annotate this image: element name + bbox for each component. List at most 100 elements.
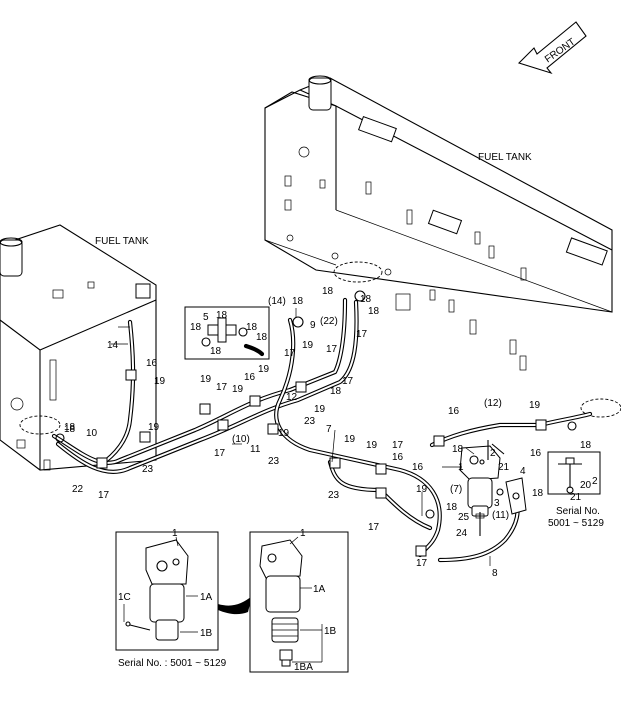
callout-18: 18 (64, 424, 76, 435)
callout-19: 19 (314, 404, 326, 415)
callout-9: 9 (310, 320, 316, 331)
callout-8: 8 (492, 568, 498, 579)
callout-1B-left-detail: 1B (200, 628, 213, 639)
callout-19: 19 (302, 340, 314, 351)
callout-1B-right-detail: 1B (324, 626, 337, 637)
callout-18: 18 (190, 322, 202, 333)
callout-23: 23 (328, 490, 340, 501)
callout-25: 25 (458, 512, 470, 523)
callout-23: 23 (268, 456, 280, 467)
callout-14: 14 (107, 340, 119, 351)
callout-17: 17 (98, 490, 110, 501)
callout-17: 17 (416, 558, 428, 569)
filter-bracket (479, 459, 527, 515)
callout-1-left-detail: 1 (172, 528, 178, 539)
callout-19: 19 (366, 440, 378, 451)
callout-16: 16 (448, 406, 460, 417)
callout-18: 18 (292, 296, 304, 307)
callout-19: 19 (232, 384, 244, 395)
callout-16: 16 (244, 372, 256, 383)
callout-17: 17 (214, 448, 226, 459)
callout-16: 16 (146, 358, 158, 369)
fuel-tank-left-label: FUEL TANK (95, 236, 149, 247)
filter-detail-left: Serial No. : 5001 ~ 5129 (115, 531, 252, 669)
filter-detail-right (249, 531, 349, 673)
callout-18: 18 (246, 322, 258, 333)
serial-right-line2: 5001 ~ 5129 (548, 518, 604, 529)
callout-19: 19 (416, 484, 428, 495)
callout-labels: 18 (14) 18 18 18 9 (22) 17 18 5 18 18 18… (64, 286, 598, 673)
front-label: FRONT (543, 37, 578, 66)
callout-19: 19 (278, 428, 290, 439)
callout-18: 18 (216, 310, 228, 321)
callout-18: 18 (532, 488, 544, 499)
callout-19: 19 (258, 364, 270, 375)
callout-18: 18 (330, 386, 342, 397)
callout-18: 18 (368, 306, 380, 317)
callout-1A-left-detail: 1A (200, 592, 213, 603)
callout-14-paren: (14) (268, 296, 286, 307)
callout-19: 19 (154, 376, 166, 387)
callout-22: 22 (72, 484, 84, 495)
callout-21: 21 (498, 462, 510, 473)
fuel-tank-left: FUEL TANK (0, 224, 157, 471)
callout-17: 17 (216, 382, 228, 393)
callout-10-paren: (10) (232, 434, 250, 445)
callout-24: 24 (456, 528, 468, 539)
callout-1: 1 (458, 462, 464, 473)
fuel-tank-right: FUEL TANK (264, 75, 621, 418)
callout-18: 18 (446, 502, 458, 513)
callout-16: 16 (530, 448, 542, 459)
fitting-detail-inset (184, 306, 270, 360)
fuel-hoses (51, 297, 593, 563)
callout-19: 19 (148, 422, 160, 433)
callout-19: 19 (529, 400, 541, 411)
callout-17: 17 (326, 344, 338, 355)
callout-21: 21 (570, 492, 582, 503)
callout-5: 5 (203, 312, 209, 323)
callout-1-right-detail: 1 (300, 528, 306, 539)
callout-19: 19 (344, 434, 356, 445)
callout-1BA-right-detail: 1BA (294, 662, 313, 673)
callout-2: 2 (490, 448, 496, 459)
callout-17: 17 (342, 376, 354, 387)
callout-16: 16 (392, 452, 404, 463)
serial-right-line1: Serial No. (556, 506, 600, 517)
callout-16: 16 (412, 462, 424, 473)
callout-12: 12 (286, 392, 298, 403)
callout-17: 17 (284, 348, 296, 359)
callout-12-paren: (12) (484, 398, 502, 409)
front-arrow-icon: FRONT (517, 21, 587, 75)
callout-18: 18 (360, 294, 372, 305)
callout-18: 18 (580, 440, 592, 451)
serial-left-label: Serial No. : 5001 ~ 5129 (118, 658, 227, 669)
callout-18: 18 (256, 332, 268, 343)
hose-clamps (55, 290, 577, 557)
callout-7: 7 (326, 424, 332, 435)
callout-23: 23 (304, 416, 316, 427)
callout-10: 10 (86, 428, 98, 439)
callout-11-paren: (11) (492, 510, 509, 521)
callout-20: 20 (580, 480, 592, 491)
callout-23: 23 (142, 464, 154, 475)
callout-4: 4 (520, 466, 526, 477)
callout-7-paren: (7) (450, 484, 462, 495)
callout-18: 18 (452, 444, 464, 455)
callout-17: 17 (392, 440, 404, 451)
callout-2: 2 (592, 476, 598, 487)
callout-17: 17 (368, 522, 380, 533)
leader-lines (111, 308, 491, 566)
callout-22-paren: (22) (320, 316, 338, 327)
callout-3: 3 (494, 498, 500, 509)
callout-1C-left-detail: 1C (118, 592, 131, 603)
callout-18: 18 (64, 422, 76, 433)
callout-18: 18 (210, 346, 222, 357)
serial-bracket-detail: Serial No. 5001 ~ 5129 (547, 451, 604, 529)
callout-1A-right-detail: 1A (313, 584, 326, 595)
callout-17: 17 (356, 329, 368, 340)
callout-11: 11 (250, 444, 261, 455)
callout-18: 18 (322, 286, 334, 297)
callout-19: 19 (200, 374, 212, 385)
fuel-tank-right-label: FUEL TANK (478, 152, 532, 163)
